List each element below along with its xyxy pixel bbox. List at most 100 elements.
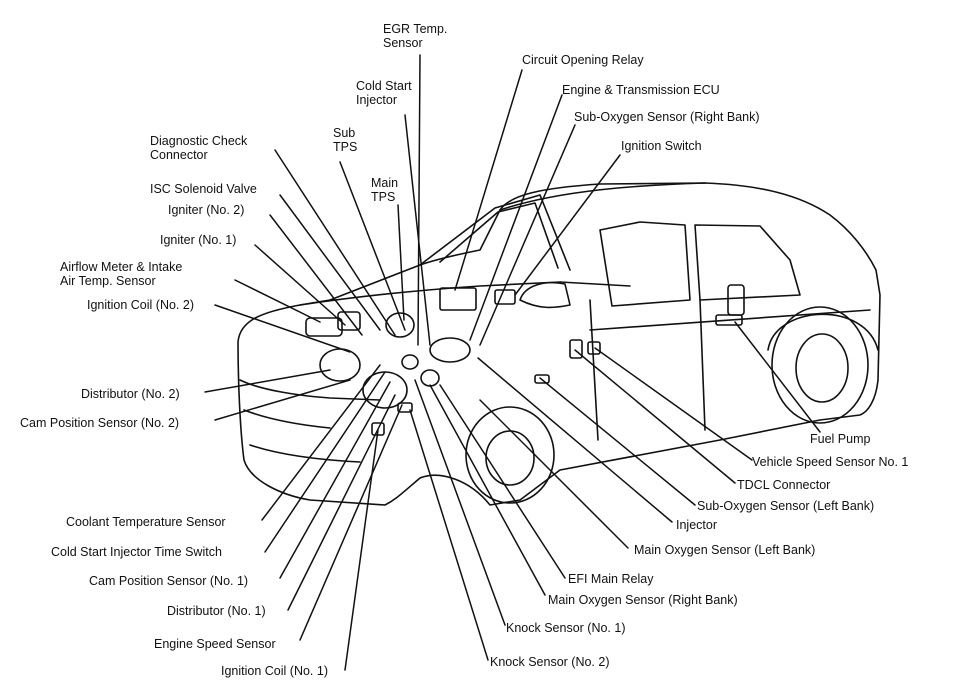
- front-wheel: [465, 406, 555, 504]
- leader-egr-temp: [417, 54, 421, 346]
- ecu-part: [439, 287, 477, 311]
- sensor-part-a: [401, 354, 419, 370]
- leader-sub-tps: [339, 161, 406, 331]
- label-line: Air Temp. Sensor: [60, 274, 156, 288]
- leader-engine-ecu: [469, 94, 563, 341]
- oxygen-sensor-part: [534, 374, 550, 384]
- rear-wheel-arch: [767, 313, 879, 351]
- leader-sub-o2-left: [539, 377, 696, 506]
- grille: [243, 409, 331, 429]
- label-circuit-opening-relay: Circuit Opening Relay: [522, 53, 644, 67]
- leader-main-tps: [397, 204, 405, 321]
- leader-circuit-opening-relay: [454, 69, 523, 291]
- label-injector: Injector: [676, 518, 717, 532]
- tdcl-part: [569, 339, 583, 359]
- front-wheel-hub: [485, 430, 535, 486]
- label-vehicle-speed-sensor-no1: Vehicle Speed Sensor No. 1: [752, 455, 909, 469]
- label-engine-transmission-ecu: Engine & Transmission ECU: [562, 83, 720, 97]
- front-door-window: [599, 221, 691, 307]
- label-line: Sub: [333, 126, 356, 140]
- label-line: Sensor: [383, 36, 423, 50]
- label-main-oxygen-sensor-left: Main Oxygen Sensor (Left Bank): [634, 543, 816, 557]
- label-tdcl-connector: TDCL Connector: [737, 478, 831, 492]
- front-bumper: [239, 379, 381, 401]
- speed-sensor-part: [587, 341, 601, 355]
- leader-knock-no1: [414, 379, 506, 626]
- label-line: Injector: [356, 93, 397, 107]
- label-main-tps: Main TPS: [371, 176, 398, 204]
- label-engine-speed-sensor: Engine Speed Sensor: [154, 637, 276, 651]
- label-line: Airflow Meter & Intake: [60, 260, 183, 274]
- sensor-part-b: [420, 369, 440, 387]
- leader-csi-time-switch: [264, 371, 386, 553]
- leader-tdcl: [574, 349, 736, 484]
- leader-ignition-switch: [514, 154, 621, 296]
- label-line: TPS: [371, 190, 396, 204]
- rear-wheel: [771, 306, 869, 424]
- throttle-body-part: [385, 312, 415, 338]
- body-crease: [589, 309, 871, 331]
- label-egr-temp-sensor: EGR Temp. Sensor: [383, 22, 447, 50]
- label-main-oxygen-sensor-right: Main Oxygen Sensor (Right Bank): [548, 593, 738, 607]
- label-igniter-no2: Igniter (No. 2): [168, 203, 245, 217]
- distributor-no2-part: [319, 348, 361, 382]
- label-sub-tps: Sub TPS: [333, 126, 357, 154]
- leader-igniter-no1: [254, 244, 346, 326]
- leader-vss: [594, 347, 753, 461]
- leader-coil-no1: [344, 429, 379, 671]
- label-diagnostic-check-connector: Diagnostic Check Connector: [150, 134, 247, 162]
- label-line: Connector: [150, 148, 208, 162]
- label-sub-oxygen-sensor-right: Sub-Oxygen Sensor (Right Bank): [574, 110, 760, 124]
- label-efi-main-relay: EFI Main Relay: [568, 572, 654, 586]
- intake-part: [429, 337, 471, 363]
- label-distributor-no1: Distributor (No. 1): [167, 604, 266, 618]
- hood-line: [299, 281, 631, 306]
- windshield-inner: [439, 202, 559, 269]
- leader-main-o2-left: [479, 399, 629, 549]
- label-cold-start-injector-time-switch: Cold Start Injector Time Switch: [51, 545, 222, 559]
- label-cam-position-sensor-no1: Cam Position Sensor (No. 1): [89, 574, 249, 588]
- label-airflow-meter: Airflow Meter & Intake Air Temp. Sensor: [60, 260, 182, 288]
- label-line: TPS: [333, 140, 358, 154]
- label-ignition-switch: Ignition Switch: [621, 139, 702, 153]
- label-sub-oxygen-sensor-left: Sub-Oxygen Sensor (Left Bank): [697, 499, 875, 513]
- label-line: Cold Start: [356, 79, 412, 93]
- rear-door-line: [699, 299, 706, 431]
- leader-coil-no2: [214, 304, 351, 353]
- label-line: EGR Temp.: [383, 22, 448, 36]
- label-isc-solenoid-valve: ISC Solenoid Valve: [150, 182, 257, 196]
- airflow-meter-part: [305, 317, 343, 337]
- rear-door-window: [694, 224, 801, 301]
- label-fuel-pump: Fuel Pump: [810, 432, 871, 446]
- label-igniter-no1: Igniter (No. 1): [160, 233, 237, 247]
- label-cold-start-injector: Cold Start Injector: [356, 79, 412, 107]
- front-door-line: [589, 299, 599, 441]
- label-cam-position-sensor-no2: Cam Position Sensor (No. 2): [20, 416, 180, 430]
- leader-igniter-no2: [269, 214, 363, 336]
- fuel-pump-base: [715, 314, 743, 326]
- leader-airflow: [234, 279, 321, 323]
- label-knock-sensor-no2: Knock Sensor (No. 2): [490, 655, 610, 669]
- windshield: [419, 194, 571, 271]
- leader-diagnostic-check: [274, 149, 396, 336]
- leader-main-o2-right: [429, 384, 546, 596]
- leader-dist-no2: [204, 369, 331, 393]
- leader-injector: [477, 357, 673, 523]
- leader-engine-speed: [299, 404, 403, 641]
- leader-dist-no1: [287, 394, 396, 611]
- roof-line: [499, 182, 706, 211]
- label-distributor-no2: Distributor (No. 2): [81, 387, 180, 401]
- label-line: Diagnostic Check: [150, 134, 248, 148]
- leader-cam-no2: [214, 379, 351, 421]
- igniter-part: [337, 311, 361, 331]
- label-ignition-coil-no2: Ignition Coil (No. 2): [87, 298, 194, 312]
- lower-bumper: [249, 444, 361, 463]
- car-body-outline: [237, 182, 881, 506]
- leader-fuel-pump: [734, 321, 821, 433]
- leader-sub-o2-right: [479, 124, 576, 346]
- leader-knock-no2: [409, 409, 489, 661]
- rear-wheel-hub: [795, 333, 849, 403]
- knock-sensor-part: [397, 402, 413, 413]
